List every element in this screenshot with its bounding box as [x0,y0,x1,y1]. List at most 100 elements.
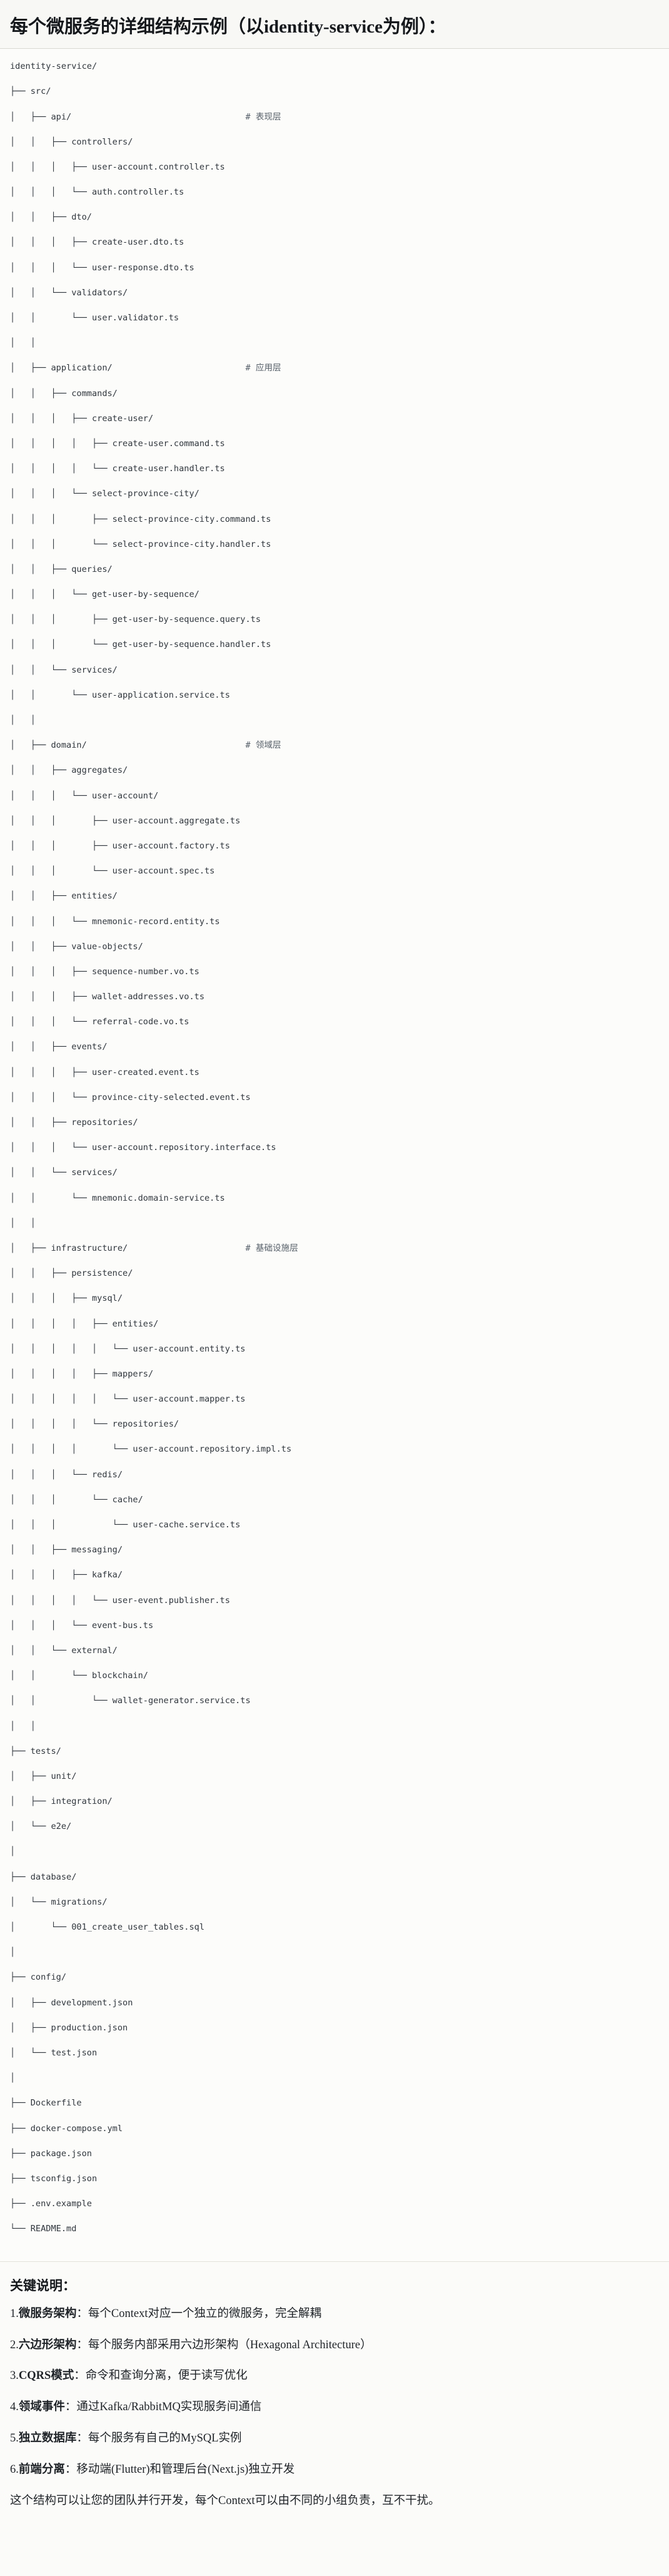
tree-comment-spacer [71,112,245,122]
tree-line: ├── Dockerfile [10,2097,659,2109]
key-note-term: CQRS模式 [18,2370,74,2383]
tree-line: │ │ │ └── user-cache.service.ts [10,1519,659,1531]
tree-line-text: │ │ ├── entities/ [10,891,118,902]
key-note-item: 5.独立数据库：每个服务有自己的MySQL实例 [10,2430,659,2448]
tree-line-text: │ │ │ └── get-user-by-sequence.handler.t… [10,639,271,650]
tree-line: │ │ │ ├── user-account.controller.ts [10,161,659,173]
tree-line-text: │ ├── api/ [10,111,72,122]
key-notes-title: 关键说明： [10,2278,76,2294]
tree-line: │ │ │ └── event-bus.ts [10,1619,659,1632]
tree-line-text: │ │ │ ├── select-province-city.command.t… [10,514,271,524]
tree-line: │ │ │ │ └── repositories/ [10,1418,659,1430]
tree-line: │ │ │ │ │ └── user-account.mapper.ts [10,1393,659,1405]
tree-line-text: │ │ │ └── cache/ [10,1494,143,1505]
tree-line: │ │ ├── dto/ [10,211,659,223]
tree-comment-spacer [87,740,246,750]
tree-line: │ │ │ └── referral-code.vo.ts [10,1016,659,1028]
tree-line-text: │ │ └── user-application.service.ts [10,690,230,700]
key-note-term: 独立数据库 [18,2431,77,2445]
tree-line-text: │ │ [10,338,36,349]
key-note-number: 4. [10,2401,19,2414]
key-note-term: 六边形架构 [18,2338,77,2351]
tree-line-text: │ ├── production.json [10,2022,128,2033]
tree-line-text: │ │ │ ├── mysql/ [10,1293,123,1304]
tree-line-text: │ [10,1947,16,1958]
page-title: 每个微服务的详细结构示例（以identity-service为例）： [10,17,446,37]
tree-line: │ ├── integration/ [10,1795,659,1808]
key-note-term: 领域事件 [18,2401,65,2414]
key-note-description: 每个Context对应一个独立的微服务，完全解耦 [88,2307,321,2320]
tree-line: │ │ │ │ └── create-user.handler.ts [10,462,659,475]
tree-line-text: │ [10,2073,16,2084]
tree-line: │ └── migrations/ [10,1896,659,1908]
tree-line: │ │ └── wallet-generator.service.ts [10,1694,659,1707]
tree-line: ├── .env.example [10,2197,659,2210]
tree-line-text: │ │ │ ├── sequence-number.vo.ts [10,966,199,977]
tree-line-text: │ ├── infrastructure/ [10,1243,128,1253]
tree-line: │ │ ├── repositories/ [10,1116,659,1129]
tree-line-text: │ │ └── services/ [10,664,118,675]
tree-line-text: │ │ └── mnemonic.domain-service.ts [10,1193,225,1203]
key-note-term: 微服务架构 [18,2307,77,2320]
key-note-item: 6.前端分离：移动端(Flutter)和管理后台(Next.js)独立开发 [10,2461,659,2479]
tree-line-text: │ │ │ └── province-city-selected.event.t… [10,1092,251,1102]
tree-line-text: │ │ │ └── mnemonic-record.entity.ts [10,916,220,927]
tree-line: │ │ │ └── select-province-city/ [10,487,659,500]
tree-line-text: ├── database/ [10,1871,77,1882]
tree-line: │ ├── domain/ # 领域层 [10,739,659,751]
tree-line: │ │ │ └── user-account.spec.ts [10,865,659,877]
tree-line-text: │ │ │ ├── user-account.controller.ts [10,161,225,172]
tree-line-text: │ │ │ ├── user-created.event.ts [10,1067,199,1077]
tree-line-text: │ │ │ └── auth.controller.ts [10,187,184,198]
tree-line-text: ├── tsconfig.json [10,2173,98,2184]
tree-line: │ [10,2072,659,2084]
tree-line: │ │ │ ├── user-account.aggregate.ts [10,815,659,827]
key-note-item: 2.六边形架构：每个服务内部采用六边形架构（Hexagonal Architec… [10,2337,659,2355]
tree-line-text: │ │ ├── messaging/ [10,1545,123,1555]
key-note-item: 3.CQRS模式：命令和查询分离，便于读写优化 [10,2368,659,2385]
tree-line: │ ├── production.json [10,2022,659,2034]
tree-line-text: │ │ ├── dto/ [10,212,92,223]
tree-line: │ │ │ ├── get-user-by-sequence.query.ts [10,613,659,626]
tree-line-text: │ │ [10,1721,36,1731]
tree-line-text: │ │ │ │ ├── create-user.command.ts [10,438,225,449]
tree-line-text: │ └── e2e/ [10,1821,72,1832]
tree-line-text: │ │ └── user.validator.ts [10,313,179,323]
tree-line: │ │ └── validators/ [10,287,659,299]
tree-line: │ │ │ ├── kafka/ [10,1569,659,1581]
tree-line: │ │ └── mnemonic.domain-service.ts [10,1192,659,1204]
tree-line: │ └── 001_create_user_tables.sql [10,1921,659,1933]
key-note-description: 移动端(Flutter)和管理后台(Next.js)独立开发 [76,2463,295,2476]
tree-line: │ ├── unit/ [10,1770,659,1783]
tree-line-text: │ ├── application/ [10,363,113,374]
tree-line: │ │ │ ├── user-account.factory.ts [10,840,659,852]
key-note-description: 通过Kafka/RabbitMQ实现服务间通信 [76,2401,262,2414]
tree-line-text: │ │ │ └── redis/ [10,1469,123,1480]
tree-line-text: │ │ │ │ └── user-event.publisher.ts [10,1595,230,1606]
key-note-item: 1.微服务架构：每个Context对应一个独立的微服务，完全解耦 [10,2306,659,2323]
tree-line: │ │ │ │ ├── mappers/ [10,1368,659,1380]
tree-line-text: │ │ └── blockchain/ [10,1671,148,1681]
key-note-description: 每个服务内部采用六边形架构（Hexagonal Architecture） [88,2338,372,2351]
directory-tree-section: identity-service/ ├── src/ │ ├── api/ # … [0,49,669,2262]
tree-line: │ │ │ └── user-account.repository.interf… [10,1141,659,1154]
tree-line: │ │ ├── queries/ [10,563,659,576]
tree-line: │ │ └── user-application.service.ts [10,689,659,701]
tree-line-text: │ │ │ │ ├── mappers/ [10,1368,154,1379]
tree-line-text: │ └── migrations/ [10,1896,108,1907]
tree-line: │ │ ├── aggregates/ [10,764,659,776]
tree-line-text: │ │ │ └── event-bus.ts [10,1620,154,1631]
tree-line: │ │ │ └── select-province-city.handler.t… [10,538,659,551]
tree-line-text: │ │ ├── persistence/ [10,1268,133,1279]
tree-line-text: │ │ ├── value-objects/ [10,941,143,952]
tree-line: │ │ │ ├── create-user/ [10,412,659,425]
tree-line-text: │ │ │ │ ├── entities/ [10,1318,159,1329]
tree-line-text: │ │ │ │ │ └── user-account.mapper.ts [10,1394,246,1405]
key-notes-section: 关键说明： 1.微服务架构：每个Context对应一个独立的微服务，完全解耦 2.… [0,2261,669,2527]
tree-line-text: │ │ │ └── user-cache.service.ts [10,1520,241,1530]
tree-line: │ │ └── services/ [10,1166,659,1179]
tree-line: │ ├── development.json [10,1997,659,2009]
tree-line-comment: # 基础设施层 [245,1243,298,1253]
tree-line: │ └── e2e/ [10,1820,659,1833]
tree-line: └── README.md [10,2222,659,2235]
